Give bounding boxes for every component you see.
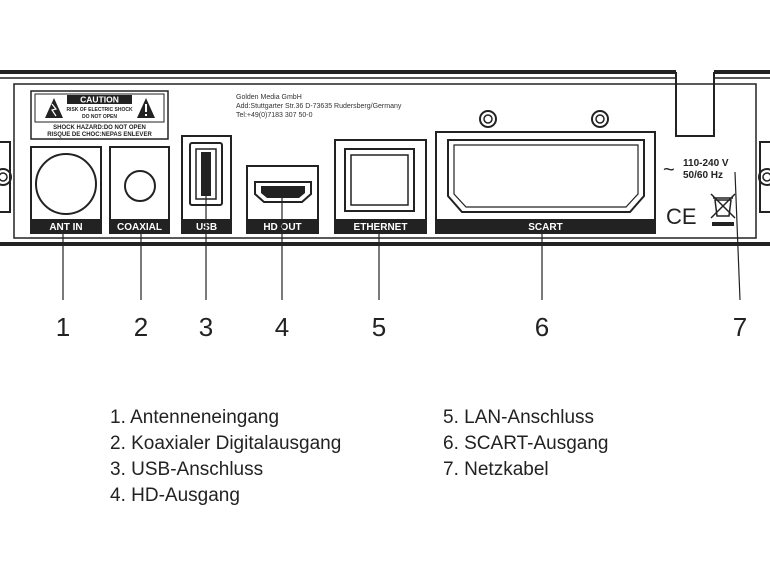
company-address: Add:Stuttgarter Str.36 D-73635 Rudersber… bbox=[236, 103, 402, 110]
legend-right-column: 5. LAN-Anschluss 6. SCART-Ausgang 7. Net… bbox=[443, 405, 608, 483]
shock-line2: RISQUE DE CHOC:NEPAS ENLEVER bbox=[47, 132, 152, 138]
frequency-rating: 50/60 Hz bbox=[683, 170, 723, 181]
legend-item-4: 4. HD-Ausgang bbox=[110, 485, 240, 506]
company-name: Golden Media GmbH bbox=[236, 94, 302, 101]
caution-line1: RISK OF ELECTRIC SHOCK bbox=[66, 107, 133, 113]
shock-line1: SHOCK HAZARD:DO NOT OPEN bbox=[53, 125, 146, 131]
right-mount-bracket bbox=[758, 141, 770, 213]
legend-item-6: 6. SCART-Ausgang bbox=[443, 433, 609, 454]
power-notch bbox=[675, 72, 715, 137]
callout-number-2: 2 bbox=[133, 312, 149, 342]
back-panel-frame bbox=[13, 83, 757, 239]
ethernet-port: ETHERNET bbox=[334, 139, 427, 234]
leader-line-7 bbox=[734, 171, 741, 300]
legend-item-1: 1. Antenneneingang bbox=[110, 407, 280, 428]
callout-number-7: 7 bbox=[732, 312, 748, 342]
callout-number-6: 6 bbox=[534, 312, 550, 342]
weee-bin-icon bbox=[710, 193, 736, 226]
left-mount-bracket bbox=[0, 141, 12, 213]
port-label-scart: SCART bbox=[528, 222, 562, 233]
legend-item-3: 3. USB-Anschluss bbox=[110, 459, 264, 480]
port-label-ethernet: ETHERNET bbox=[354, 222, 408, 233]
legend-item-2: 2. Koaxialer Digitalausgang bbox=[110, 433, 342, 454]
coaxial-port: COAXIAL bbox=[109, 146, 170, 234]
ce-mark-icon: CE bbox=[666, 204, 697, 229]
legend-item-5: 5. LAN-Anschluss bbox=[443, 407, 595, 428]
legend-left-column: 1. Antenneneingang 2. Koaxialer Digitala… bbox=[110, 405, 341, 509]
caution-line2: DO NOT OPEN bbox=[82, 114, 117, 120]
receiver-rear-panel-diagram: CAUTION RISK OF ELECTRIC SHOCK DO NOT OP… bbox=[0, 70, 770, 300]
port-label-coaxial: COAXIAL bbox=[117, 222, 162, 233]
callout-number-1: 1 bbox=[55, 312, 71, 342]
callout-number-3: 3 bbox=[198, 312, 214, 342]
legend-item-7: 7. Netzkabel bbox=[443, 459, 549, 480]
callout-number-5: 5 bbox=[371, 312, 387, 342]
callout-number-4: 4 bbox=[274, 312, 290, 342]
lightning-warning-icon bbox=[45, 98, 63, 118]
port-label-ant-in: ANT IN bbox=[49, 222, 82, 233]
caution-label: CAUTION RISK OF ELECTRIC SHOCK DO NOT OP… bbox=[30, 90, 169, 140]
ant-in-port: ANT IN bbox=[30, 146, 102, 234]
scart-port: SCART bbox=[435, 110, 656, 234]
voltage-rating: 110-240 V bbox=[683, 158, 729, 169]
ac-tilde: ~ bbox=[663, 159, 675, 181]
caution-title: CAUTION bbox=[80, 95, 119, 105]
company-phone: Tel:+49(0)7183 307 50-0 bbox=[236, 112, 313, 119]
